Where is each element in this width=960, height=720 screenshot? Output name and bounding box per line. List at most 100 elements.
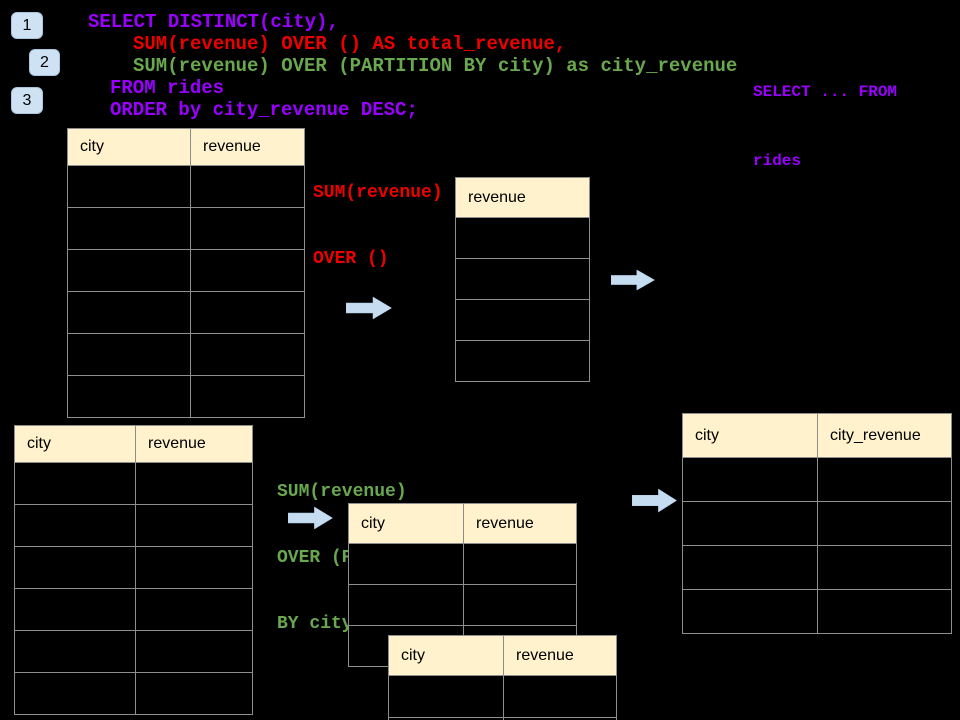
arrow-right-icon <box>632 488 677 513</box>
table-header-row: city revenue <box>348 503 577 544</box>
table-cell <box>503 717 617 720</box>
step-badge-2: 2 <box>29 49 60 76</box>
step-badge-3: 3 <box>11 87 43 114</box>
table-cell <box>67 291 191 334</box>
table-row <box>14 462 253 505</box>
sql-from-line: FROM rides <box>110 77 225 99</box>
arrow-right-icon <box>346 296 392 320</box>
column-header-city: city <box>14 425 136 463</box>
table-header-row: revenue <box>455 177 590 218</box>
table-row <box>14 588 253 631</box>
table-cell <box>682 589 818 634</box>
table-row <box>348 584 577 626</box>
total-window-label-line1: SUM(revenue) <box>313 183 443 203</box>
column-header-city: city <box>348 503 464 544</box>
table-header-row: city revenue <box>67 128 305 166</box>
table-cell <box>455 299 590 341</box>
table-cell <box>817 545 952 590</box>
table-row <box>14 546 253 589</box>
table-cell <box>190 291 305 334</box>
sql-partition-line: SUM(revenue) OVER (PARTITION BY city) as… <box>133 55 738 77</box>
table-row <box>455 217 590 259</box>
step-badge-2-label: 2 <box>40 53 49 71</box>
step-badge-1: 1 <box>11 12 43 39</box>
table-cell <box>817 457 952 502</box>
table-row <box>388 675 617 718</box>
total-window-label: SUM(revenue) OVER () <box>313 138 443 314</box>
table-row <box>682 501 952 546</box>
table-total-revenue: revenue <box>455 177 590 382</box>
table-cell <box>348 584 464 626</box>
column-header-revenue: revenue <box>190 128 305 166</box>
table-row <box>455 299 590 341</box>
table-cell <box>455 217 590 259</box>
column-header-revenue: revenue <box>135 425 253 463</box>
arrow-right-icon <box>611 269 655 291</box>
table-cell <box>14 462 136 505</box>
table-cell <box>67 165 191 208</box>
step-badge-1-label: 1 <box>22 16 32 34</box>
table-partition-front-group: city revenue <box>388 635 617 720</box>
table-cell <box>682 457 818 502</box>
table-city-revenue-result: city city_revenue <box>682 413 952 634</box>
table-row <box>67 207 305 250</box>
table-cell <box>455 340 590 382</box>
partition-window-label-line1: SUM(revenue) <box>277 482 407 502</box>
table-cell <box>14 588 136 631</box>
table-cell <box>135 546 253 589</box>
table-cell <box>135 462 253 505</box>
column-header-revenue: revenue <box>503 635 617 676</box>
total-window-label-line2: OVER () <box>313 249 389 269</box>
from-rides-note: SELECT ... FROM rides <box>753 35 897 219</box>
table-cell <box>14 672 136 715</box>
table-row <box>67 291 305 334</box>
column-header-city-revenue: city_revenue <box>817 413 952 458</box>
column-header-city: city <box>67 128 191 166</box>
table-cell <box>190 375 305 418</box>
table-row <box>67 333 305 376</box>
table-row <box>14 672 253 715</box>
table-cell <box>682 501 818 546</box>
sql-order-line: ORDER by city_revenue DESC; <box>110 99 418 121</box>
table-row <box>14 630 253 673</box>
table-cell <box>67 207 191 250</box>
table-header-row: city revenue <box>388 635 617 676</box>
table-cell <box>455 258 590 300</box>
table-cell <box>348 543 464 585</box>
sql-select-line: SELECT DISTINCT(city), <box>88 11 339 33</box>
from-rides-note-line2: rides <box>753 152 802 170</box>
table-cell <box>503 675 617 718</box>
arrow-right-icon <box>288 506 333 530</box>
table-row <box>67 165 305 208</box>
table-row <box>348 543 577 585</box>
table-cell <box>14 504 136 547</box>
table-row <box>67 375 305 418</box>
table-row <box>682 457 952 502</box>
table-cell <box>67 249 191 292</box>
table-source-bottom: city revenue <box>14 425 253 715</box>
table-cell <box>190 333 305 376</box>
table-cell <box>463 543 577 585</box>
table-row <box>388 717 617 720</box>
table-cell <box>463 584 577 626</box>
table-cell <box>388 675 504 718</box>
table-header-row: city revenue <box>14 425 253 463</box>
table-cell <box>14 630 136 673</box>
column-header-city: city <box>682 413 818 458</box>
step-badge-3-label: 3 <box>22 91 32 109</box>
table-cell <box>14 546 136 589</box>
from-rides-note-line1: SELECT ... FROM <box>753 83 898 101</box>
table-row <box>682 589 952 634</box>
table-cell <box>190 249 305 292</box>
table-cell <box>67 375 191 418</box>
table-header-row: city city_revenue <box>682 413 952 458</box>
table-cell <box>135 588 253 631</box>
table-cell <box>817 501 952 546</box>
table-row <box>455 258 590 300</box>
table-cell <box>67 333 191 376</box>
column-header-revenue: revenue <box>455 177 590 218</box>
sql-total-revenue-line: SUM(revenue) OVER () AS total_revenue, <box>133 33 567 55</box>
table-cell <box>135 504 253 547</box>
column-header-city: city <box>388 635 504 676</box>
